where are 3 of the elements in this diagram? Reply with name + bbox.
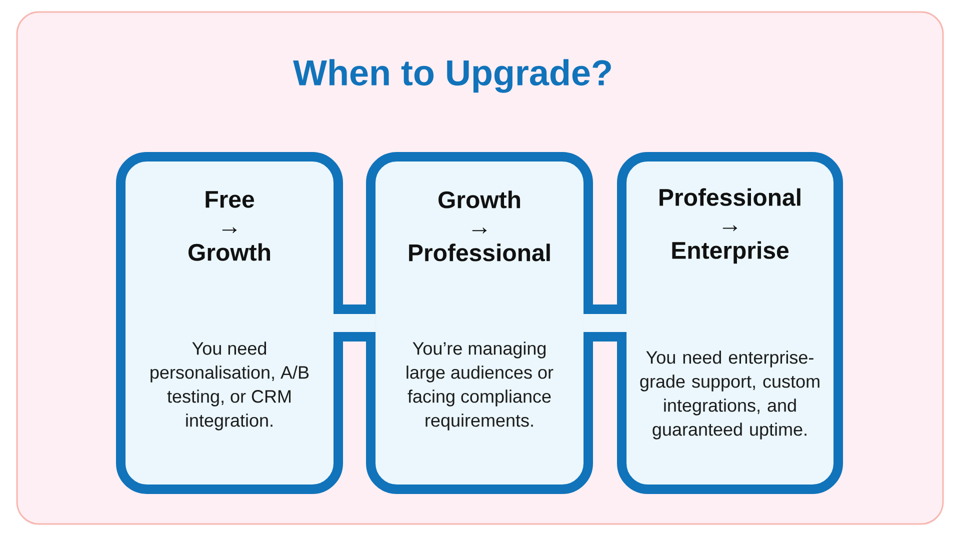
title: When to Upgrade? — [293, 59, 611, 93]
connector — [584, 304, 626, 342]
connector — [334, 304, 376, 342]
